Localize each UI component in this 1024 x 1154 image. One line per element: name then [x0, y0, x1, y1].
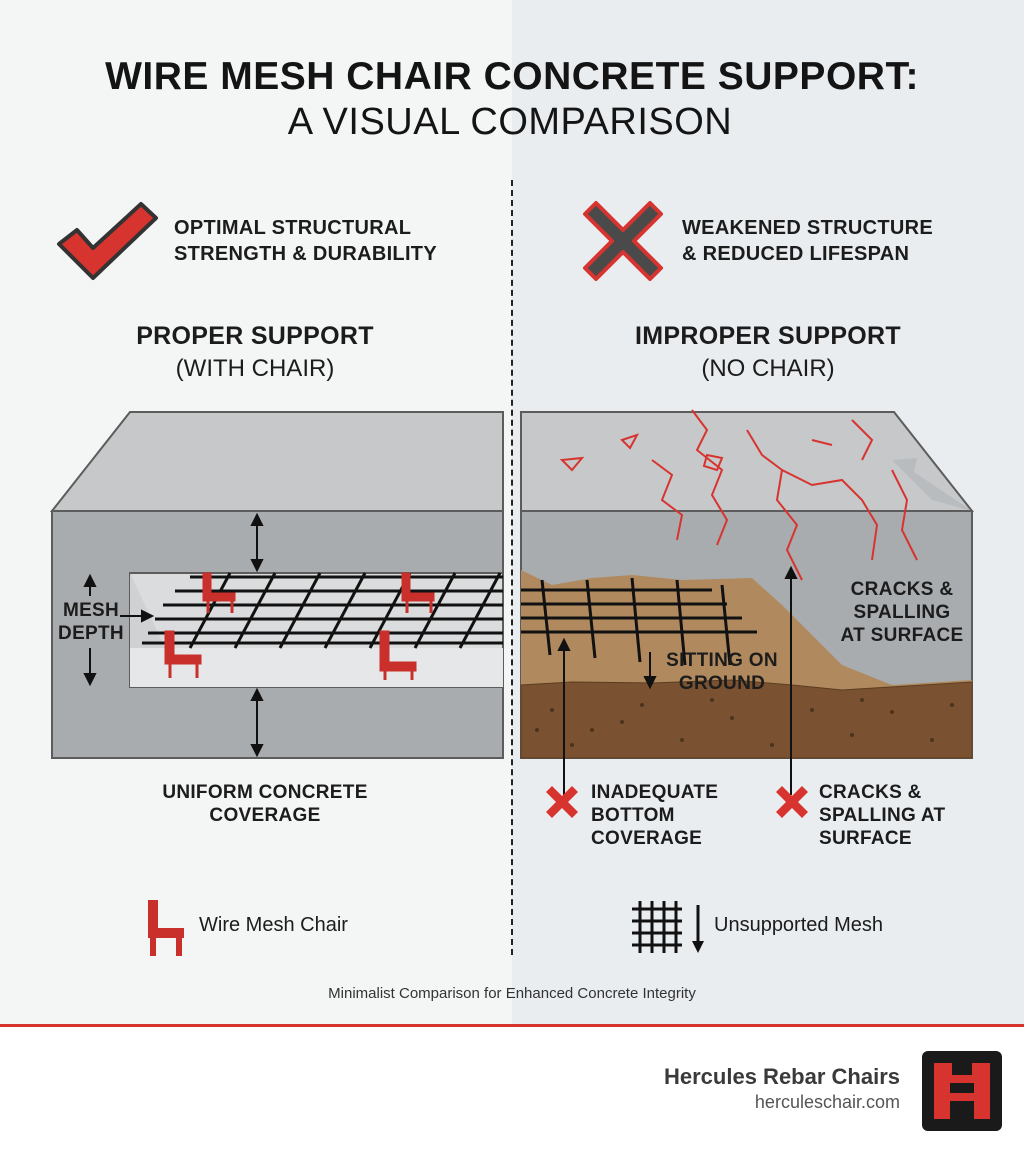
- hercules-logo-icon: [922, 1051, 1002, 1131]
- title-line-1: WIRE MESH CHAIR CONCRETE SUPPORT:: [105, 55, 919, 98]
- chair-icon: [401, 572, 435, 613]
- brand-url[interactable]: herculeschair.com: [754, 1092, 900, 1112]
- check-icon: [57, 202, 158, 280]
- crack-lines: [559, 409, 918, 581]
- mesh-depth-label: MESH DEPTH: [58, 600, 124, 644]
- right-slab-diagram: [520, 409, 975, 795]
- ground-specks: [535, 698, 954, 747]
- left-slab-diagram: [49, 411, 504, 759]
- center-divider: [511, 180, 513, 955]
- mesh-legend-icon: [632, 901, 704, 953]
- wire-mesh: [142, 572, 503, 649]
- left-heading: PROPER SUPPORT (WITH CHAIR): [136, 322, 374, 382]
- dimension-arrows: [83, 512, 264, 758]
- chair-icon: [379, 630, 417, 680]
- x-mark-icon: [776, 786, 808, 818]
- left-claim: OPTIMAL STRUCTURAL STRENGTH & DURABILITY: [174, 217, 437, 265]
- leader-lines: [557, 565, 798, 795]
- right-claim: WEAKENED STRUCTURE & REDUCED LIFESPAN: [682, 217, 933, 265]
- title-line-2: A VISUAL COMPARISON: [287, 101, 733, 143]
- coverage-label: UNIFORM CONCRETE COVERAGE: [162, 782, 368, 826]
- inadequate-label: INADEQUATE BOTTOM COVERAGE: [591, 782, 719, 849]
- brand: Hercules Rebar Chairs herculeschair.com: [664, 1064, 900, 1113]
- footer: [0, 1024, 1024, 1154]
- cracks-top-label: CRACKS & SPALLING AT SURFACE: [840, 579, 964, 646]
- brand-name: Hercules Rebar Chairs: [664, 1064, 900, 1089]
- chair-icon: [164, 630, 202, 678]
- chair-legend-label: Wire Mesh Chair: [199, 914, 348, 936]
- cracks-bottom-label: CRACKS & SPALLING AT SURFACE: [819, 782, 946, 849]
- x-icon: [583, 201, 663, 281]
- x-mark-icon: [546, 786, 578, 818]
- caption: Minimalist Comparison for Enhanced Concr…: [328, 985, 696, 1002]
- right-heading: IMPROPER SUPPORT (NO CHAIR): [635, 322, 901, 382]
- unsupported-mesh: [521, 577, 757, 666]
- chair-legend-icon: [148, 900, 184, 956]
- mesh-legend-label: Unsupported Mesh: [714, 914, 883, 936]
- chair-icon: [202, 572, 236, 613]
- ground-label: SITTING ON GROUND: [666, 650, 778, 694]
